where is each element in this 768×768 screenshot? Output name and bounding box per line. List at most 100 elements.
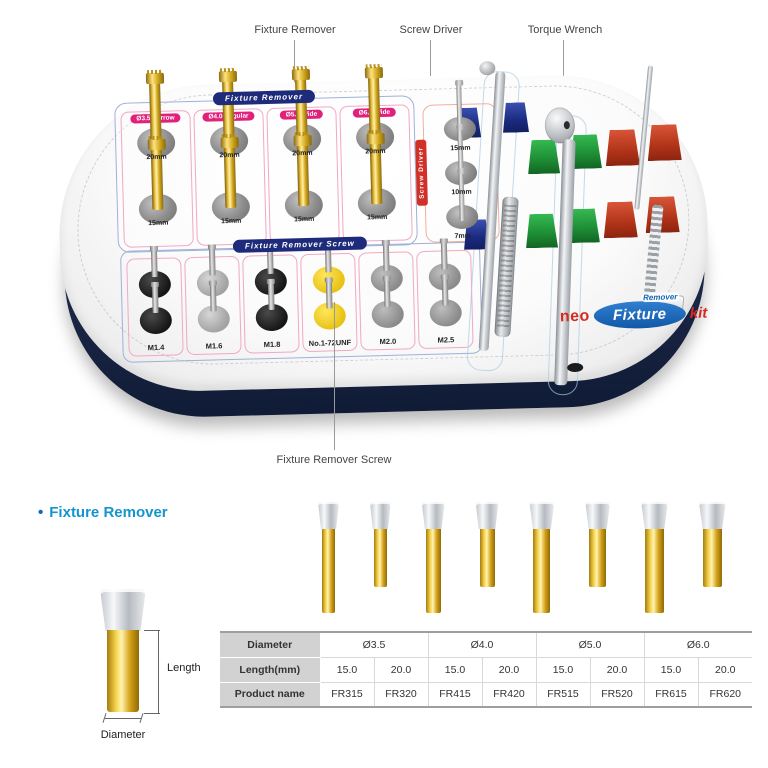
fr-column-wide-5: Ø5.0 Wide 20mm 15mm <box>266 68 340 244</box>
diameter-tick-right <box>139 713 144 723</box>
product-cell: FR620 <box>697 681 752 708</box>
remover-shaft-icon <box>373 529 387 587</box>
row-header-product: Product name <box>220 681 321 708</box>
fixture-remover-fr520 <box>529 502 555 613</box>
gold-crown-icon <box>220 136 239 149</box>
product-cell: FR415 <box>427 681 482 708</box>
length-cell: 15.0 <box>535 656 590 683</box>
fixture-remover-screw-section: Fixture Remover Screw M1.4 M1.6 M1.8 <box>119 236 483 363</box>
diameter-cell: Ø6.0 <box>643 631 752 658</box>
remover-shaft-icon <box>322 529 335 613</box>
diameter-cell: Ø4.0 <box>427 631 536 658</box>
leader-line-torque-wrench <box>563 40 564 86</box>
product-cell: FR615 <box>643 681 698 708</box>
heading-bullet-icon: • <box>38 504 44 521</box>
gold-crown-icon <box>293 134 312 147</box>
remover-cap-icon <box>369 502 391 529</box>
table-row-diameter: Diameter Ø3.5 Ø4.0 Ø5.0 Ø6.0 <box>220 631 752 658</box>
gold-crown-icon <box>147 138 166 151</box>
callout-fixture-remover: Fixture Remover <box>254 24 336 36</box>
remover-cap-icon <box>585 502 611 529</box>
logo-kit-text: kit <box>689 304 708 323</box>
diagram-remover-shaft <box>107 630 139 712</box>
product-cell: FR320 <box>373 681 428 708</box>
fixture-remover-banner: Fixture Remover <box>212 89 316 106</box>
fixture-remover-fr420 <box>421 502 445 613</box>
holder-block-green <box>525 213 558 248</box>
product-cell: FR420 <box>481 681 536 708</box>
remover-cap-icon <box>421 502 445 529</box>
holder-block-red <box>647 124 682 161</box>
remover-shaft-icon <box>702 529 722 587</box>
row-header-diameter: Diameter <box>220 631 321 658</box>
length-cell: 15.0 <box>643 656 698 683</box>
screw-column-m20: M2.0 <box>358 243 416 351</box>
callout-torque-wrench: Torque Wrench <box>527 24 603 36</box>
screw-column-m16: M1.6 <box>184 248 242 356</box>
heading-text: Fixture Remover <box>49 504 168 521</box>
fixture-remover-fr615 <box>698 502 726 587</box>
logo-remover-text: Remover <box>640 292 680 303</box>
screw-driver-banner: Screw Driver <box>415 139 428 206</box>
screw-column-m25: M2.5 <box>416 242 474 350</box>
remover-cap-icon <box>641 502 669 529</box>
diameter-cell: Ø5.0 <box>535 631 644 658</box>
remover-shaft-icon <box>425 529 441 613</box>
length-cell: 20.0 <box>589 656 644 683</box>
fixture-remover-tool: 15mm <box>269 134 339 229</box>
product-cell: FR315 <box>319 681 374 708</box>
gold-crown-icon <box>365 132 385 145</box>
logo-fixture-text: Fixture <box>612 305 667 325</box>
length-tick-top <box>144 630 160 631</box>
length-cell: 15.0 <box>319 656 374 683</box>
fixture-remover-tool: 15mm <box>342 132 412 227</box>
diagram-remover-cap <box>100 589 146 631</box>
section-heading: • Fixture Remover <box>38 504 168 521</box>
spec-table: Diameter Ø3.5 Ø4.0 Ø5.0 Ø6.0 Length(mm) … <box>220 631 752 708</box>
callout-screw-driver: Screw Driver <box>399 24 463 36</box>
screw-column-m14: M1.4 <box>126 249 184 357</box>
screw-pin-icon <box>325 281 333 309</box>
fr-column-wide-6: Ø6.0 Wide 20mm 15mm <box>339 66 413 243</box>
length-dimension-line <box>158 630 159 714</box>
fixture-remover-fr320 <box>318 502 339 613</box>
gold-crown-icon <box>364 66 383 79</box>
screw-pin-icon <box>382 243 390 272</box>
fixture-remover-tool: 20mm <box>340 66 410 161</box>
row-header-length: Length(mm) <box>220 656 321 683</box>
diameter-cell: Ø3.5 <box>319 631 428 658</box>
holder-block-red <box>605 129 640 166</box>
holder-block-red <box>603 201 638 238</box>
length-cell: 20.0 <box>697 656 752 683</box>
holder-block-green <box>527 139 560 174</box>
length-tick-bottom <box>144 713 160 714</box>
screw-pin-icon <box>209 284 217 312</box>
screw-column-no1-72unf: No.1-72UNF <box>300 245 358 353</box>
fixture-remover-section: Fixture Remover Ø3.5 Narrow 20mm 15mm <box>114 66 418 253</box>
fixture-remover-fr415 <box>475 502 499 587</box>
screw-pin-icon <box>441 278 449 306</box>
remover-shaft-icon <box>645 529 665 613</box>
screw-pin-icon <box>150 249 158 278</box>
gold-crown-icon <box>145 72 164 85</box>
table-row-length: Length(mm) 15.0 20.0 15.0 20.0 15.0 20.0… <box>220 656 752 683</box>
neo-fixture-remover-kit-logo: neo Fixture Remover kit <box>559 292 708 331</box>
remover-cap-icon <box>318 502 339 529</box>
logo-neo-text: neo <box>559 307 591 325</box>
screw-pin-icon <box>267 282 275 311</box>
callout-fixture-remover-screw: Fixture Remover Screw <box>276 454 392 466</box>
fr-column-narrow: Ø3.5 Narrow 20mm 15mm <box>120 72 194 248</box>
length-label: Length <box>167 662 201 674</box>
remover-shaft-icon <box>479 529 495 587</box>
length-cell: 20.0 <box>481 656 536 683</box>
product-cell: FR515 <box>535 681 590 708</box>
logo-oval: Fixture Remover <box>593 292 687 330</box>
fixture-remover-tool: 15mm <box>196 136 266 231</box>
screw-pin-icon <box>151 285 159 314</box>
remover-cap-icon <box>698 502 726 529</box>
screw-pin-icon <box>383 279 391 308</box>
gold-crown-icon <box>291 68 310 81</box>
screw-pin-icon <box>208 248 216 276</box>
table-row-product: Product name FR315 FR320 FR415 FR420 FR5… <box>220 681 752 708</box>
